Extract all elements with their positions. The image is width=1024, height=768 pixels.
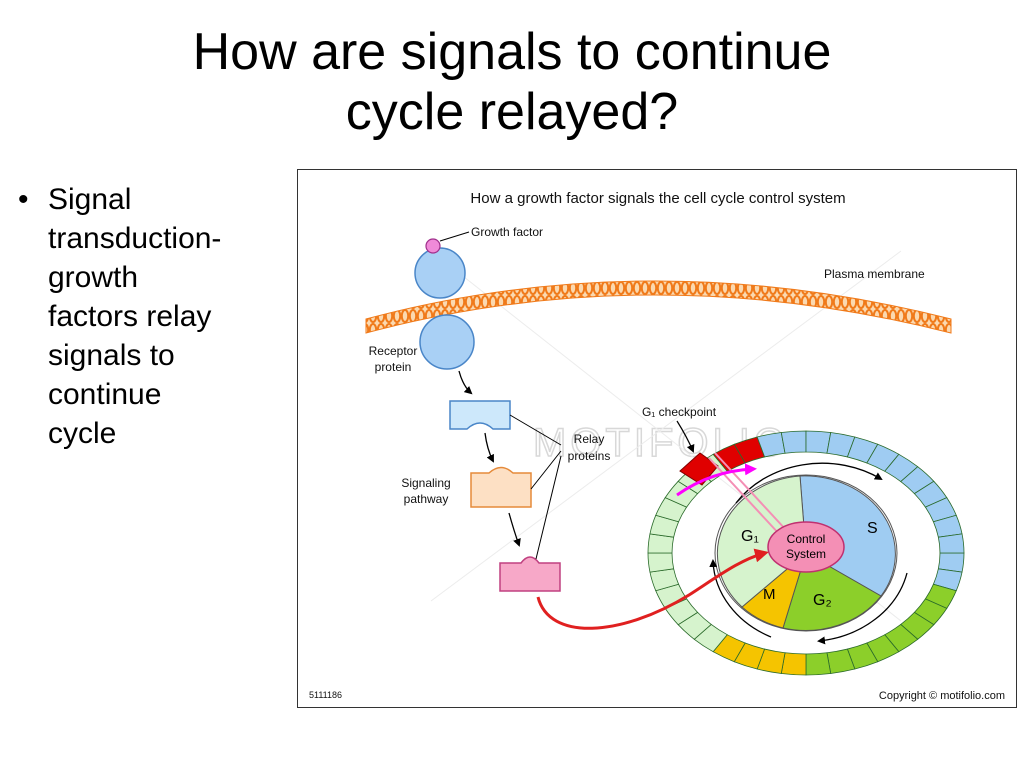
relay-protein-2 [470,466,532,508]
phase-s-sector [799,475,896,597]
bullet-list: • Signal transduction- growth factors re… [14,180,289,453]
figure-title: How a growth factor signals the cell cyc… [470,190,845,207]
bullet-line-4: factors relay [48,300,212,333]
receptor-label-line-1: Receptor [369,344,418,358]
phase-g1-label: G₁ [741,528,759,545]
control-label-line-1: Control [787,532,826,546]
bullet-line-2: transduction- [48,222,222,255]
phase-s-label: S [867,520,878,537]
copyright-text: Copyright © motifolio.com [879,690,1005,702]
bullet-line-5: signals to [48,339,175,372]
signaling-label-line-1: Signaling [401,476,450,490]
plasma-membrane-label: Plasma membrane [824,267,925,281]
bullet-line-6: continue [48,378,162,411]
ring-segment [805,652,832,676]
phase-g2-label: G₂ [813,592,832,609]
cycle-arrow-top [735,462,883,504]
receptor-bottom-lobe [419,314,475,370]
figure-id: 5111186 [309,690,342,700]
ring-segment [780,430,807,454]
cycle-arrow-left [709,559,772,638]
pathway-arrow-2 [484,432,494,463]
growth-factor-molecule [425,238,441,254]
ring-segment [937,533,965,554]
bullet-dot: • [18,183,29,216]
slide-title: How are signals to continue cycle relaye… [0,22,1024,142]
ring-segment [647,552,675,573]
relay-protein-3 [499,556,561,592]
checkpoint-pass-arrow [676,463,757,497]
relay-protein-1 [449,400,511,430]
relay-label-line-1: Relay [574,432,605,446]
receptor-top-lobe [414,247,466,299]
cycle-arrow-right [817,572,908,645]
phase-pie-outline [714,474,898,632]
control-system [767,521,845,573]
bullet-line-3: growth [48,261,139,294]
cell-cycle-figure: How a growth factor signals the cell cyc… [297,169,1017,708]
plasma-membrane [365,280,952,334]
g1-checkpoint-label: G₁ checkpoint [642,405,717,419]
cell-cycle-outer-ring [647,430,965,676]
phase-m-label: M [763,586,776,603]
control-label-line-2: System [786,547,826,561]
g1-checkpoint-arrow [676,420,695,453]
title-line-1: How are signals to continue [192,23,832,81]
figure-canvas: How a growth factor signals the cell cyc… [309,190,1005,702]
ring-segment [805,430,832,454]
relay-label-line-2: proteins [568,449,611,463]
bullet-line-1: Signal [48,183,132,216]
growth-factor-label: Growth factor [471,225,543,239]
cell-cycle-phase-pie [714,474,898,632]
receptor-label-line-2: protein [375,360,412,374]
title-line-2: cycle relayed? [345,83,679,141]
bullet-line-7: cycle [48,417,117,450]
phase-g1-sector [716,475,807,608]
pathway-arrow-3 [508,512,521,547]
checkpoint-signal-bar [708,452,788,537]
signal-to-control-arrow [536,548,769,630]
growth-factor-leader [439,231,470,242]
relay-leader-lines [509,414,562,560]
ring-segment [780,652,807,676]
signaling-label-line-2: pathway [404,492,449,506]
bullet-item: • Signal transduction- growth factors re… [14,180,289,453]
pathway-arrow-1 [458,370,473,395]
